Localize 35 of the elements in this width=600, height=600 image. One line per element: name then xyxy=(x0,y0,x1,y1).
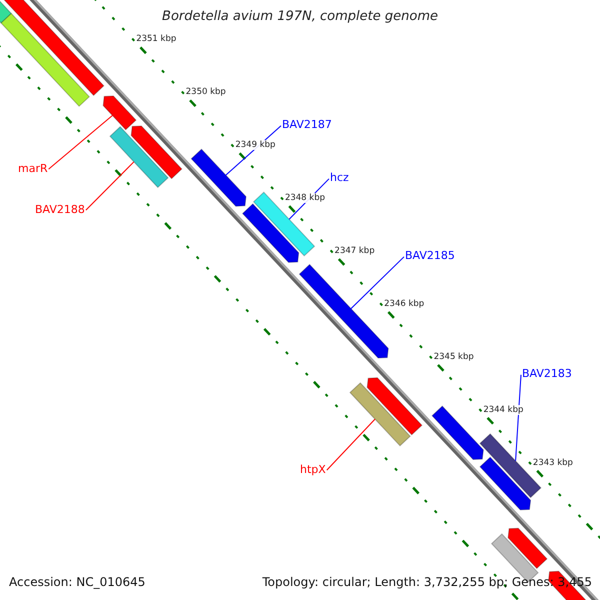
gene-feature xyxy=(102,96,137,130)
gene-label: BAV2188 xyxy=(35,203,85,216)
gene-label: htpX xyxy=(300,463,326,476)
scale-label: 2349 kbp xyxy=(235,140,276,150)
gene-feature xyxy=(366,377,423,436)
scale-label: 2344 kbp xyxy=(483,404,524,415)
scale-label: 2345 kbp xyxy=(434,352,474,362)
gene-feature xyxy=(0,0,12,24)
leader-line xyxy=(326,418,376,471)
gene-feature xyxy=(479,456,532,510)
gene-feature xyxy=(431,405,484,460)
gene-feature xyxy=(0,12,90,107)
accession-label: Accession: NC_010645 xyxy=(9,575,146,589)
gene-feature xyxy=(190,148,247,207)
leader-line xyxy=(515,374,522,462)
scale-label: 2346 kbp xyxy=(384,298,424,309)
scale-label: 2350 kbp xyxy=(186,87,226,98)
map-title: Bordetella avium 197N, complete genome xyxy=(162,9,438,24)
scale-label: 2343 kbp xyxy=(532,458,573,468)
gene-label: BAV2185 xyxy=(405,249,455,262)
gene-label: BAV2187 xyxy=(282,118,332,131)
scale-label: 2347 kbp xyxy=(334,246,375,256)
scale-label: 2348 kbp xyxy=(284,193,326,204)
gene-feature xyxy=(130,126,182,180)
gene-feature xyxy=(508,528,548,570)
gene-feature xyxy=(109,126,169,188)
gene-feature xyxy=(349,382,411,446)
gene-feature xyxy=(242,203,300,263)
leader-line xyxy=(48,114,113,170)
scale-label: 2351 kbp xyxy=(136,34,176,44)
gene-label: BAV2183 xyxy=(522,367,572,380)
gene-label: hcz xyxy=(330,171,349,184)
leader-line xyxy=(85,161,134,211)
leader-line xyxy=(350,256,404,310)
gene-label: marR xyxy=(18,162,48,175)
